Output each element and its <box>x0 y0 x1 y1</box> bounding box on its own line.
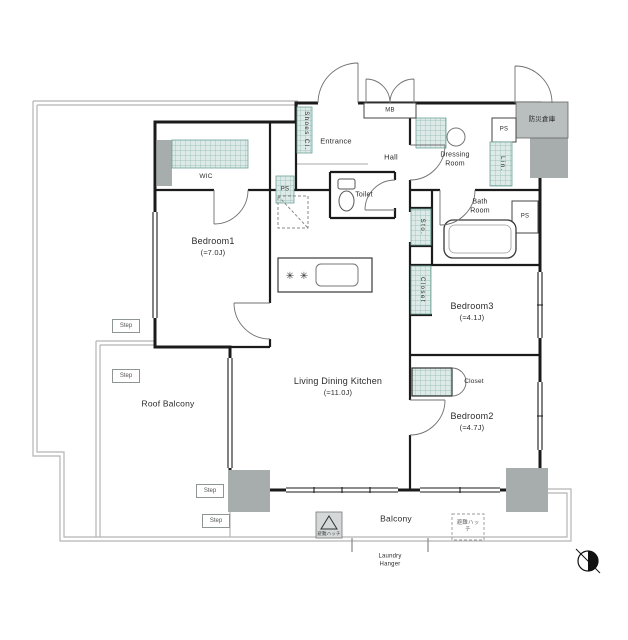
room-label-balcony: Balcony <box>380 513 412 524</box>
room-label-bath: Bath Room <box>470 198 490 214</box>
meter-box-door-left <box>365 78 391 104</box>
evac-hatch-dashed-box <box>451 513 485 541</box>
stove-burner-icon: ✳ <box>300 271 308 282</box>
evac-hatch-label-left: 避難ハッチ <box>317 531 341 537</box>
warehouse-box <box>515 101 569 139</box>
closet-bedroom3-label: Closet <box>418 276 425 304</box>
laundry-hanger-label: Laundry Hanger <box>378 553 402 568</box>
bedroom1-door <box>233 302 271 340</box>
evac-hatch-triangle-icon <box>320 515 338 530</box>
shoes-closet-box <box>296 106 313 154</box>
bathtub-icon <box>443 219 517 259</box>
wic-label: WIC <box>199 172 213 180</box>
storage-fixtures <box>171 106 513 397</box>
closet-bedroom2-box <box>411 367 453 397</box>
toilet-door <box>364 179 396 211</box>
evac-hatch-label-right: 避難ハッチ <box>456 520 480 533</box>
ldk-name: Living Dining Kitchen <box>293 376 383 387</box>
toilet-bowl-icon <box>338 190 355 212</box>
step-marker-4: Step <box>202 514 230 528</box>
room-label-hall: Hall <box>384 152 398 162</box>
room-label-entrance: Entrance <box>320 136 352 146</box>
bedroom3-name: Bedroom3 <box>450 301 494 312</box>
washbasin-icon <box>446 127 466 147</box>
room-label-ldk: Living Dining Kitchen (≈11.0J) <box>294 376 382 398</box>
fridge-space <box>277 195 309 229</box>
room-label-bedroom3: Bedroom3 (≈4.1J) <box>450 301 493 323</box>
closet-bedroom2-label: Closet <box>464 377 484 385</box>
door-swings <box>213 62 553 436</box>
compass-icon <box>575 548 601 574</box>
ldk-size: (≈11.0J) <box>323 388 353 398</box>
step-marker-3: Step <box>196 484 224 498</box>
room-label-warehouse: 防災倉庫 <box>528 115 556 123</box>
linen-box <box>489 141 513 187</box>
building-outline <box>32 100 572 542</box>
windows <box>152 212 543 493</box>
ps-box-top <box>491 117 517 143</box>
toilet-tank-icon <box>337 178 356 190</box>
room-label-roof-balcony: Roof Balcony <box>141 398 195 409</box>
bedroom3-size: (≈4.1J) <box>459 313 485 323</box>
stove-burner-icon: ✳ <box>286 271 294 282</box>
room-label-dressing: Dressing Room <box>440 151 470 167</box>
bedroom2-size: (≈4.7J) <box>459 423 485 433</box>
washer-box <box>415 117 447 149</box>
storage-label: Sto. <box>418 218 425 236</box>
room-label-toilet: Toilet <box>355 191 373 199</box>
warehouse-door <box>514 65 553 104</box>
step-marker-1: Step <box>112 319 140 333</box>
closet-bifold-doors <box>451 367 467 397</box>
ps-label-top: PS <box>499 126 509 133</box>
linen-label: Lin. <box>498 156 505 172</box>
laundry-hanger-brackets <box>351 538 429 552</box>
bathtub-inner <box>448 224 512 254</box>
bedroom2-door <box>409 399 446 436</box>
bedroom1-name: Bedroom1 <box>191 236 235 247</box>
wic-shelf <box>171 139 249 169</box>
closet-bedroom3-box <box>410 265 432 315</box>
wic-door <box>213 189 249 225</box>
room-label-bedroom1: Bedroom1 (≈7.0J) <box>191 236 234 258</box>
dressing-door <box>409 144 446 181</box>
meter-box-door-right <box>389 78 415 104</box>
ps-label-kitchen: PS <box>280 186 290 193</box>
bedroom1-size: (≈7.0J) <box>200 248 226 258</box>
meter-box-label: MB <box>385 107 395 114</box>
structural-columns <box>157 136 568 512</box>
bedroom2-name: Bedroom2 <box>450 411 494 422</box>
entrance-door <box>317 62 359 104</box>
room-label-bedroom2: Bedroom2 (≈4.7J) <box>450 411 493 433</box>
bath-door <box>439 189 476 226</box>
ps-label-bath: PS <box>520 213 530 220</box>
step-marker-2: Step <box>112 369 140 383</box>
kitchen-sink <box>315 263 359 287</box>
evac-hatch-box <box>315 511 343 539</box>
shoes-closet-label: Shoes Cl. <box>302 111 309 151</box>
storage-box <box>410 208 432 246</box>
